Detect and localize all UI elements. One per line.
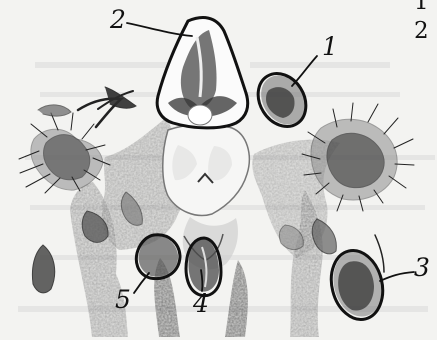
corner-mark-1: 1 <box>414 0 429 15</box>
callout-label-4: 4 <box>192 289 209 318</box>
callout-label-5: 5 <box>115 285 131 314</box>
callout-label-1: 1 <box>322 32 338 61</box>
callout-label-2: 2 <box>109 5 126 34</box>
corner-mark-2: 2 <box>414 18 429 44</box>
corner-marks: 1 2 <box>414 0 429 44</box>
callout-label-3: 3 <box>414 253 430 282</box>
